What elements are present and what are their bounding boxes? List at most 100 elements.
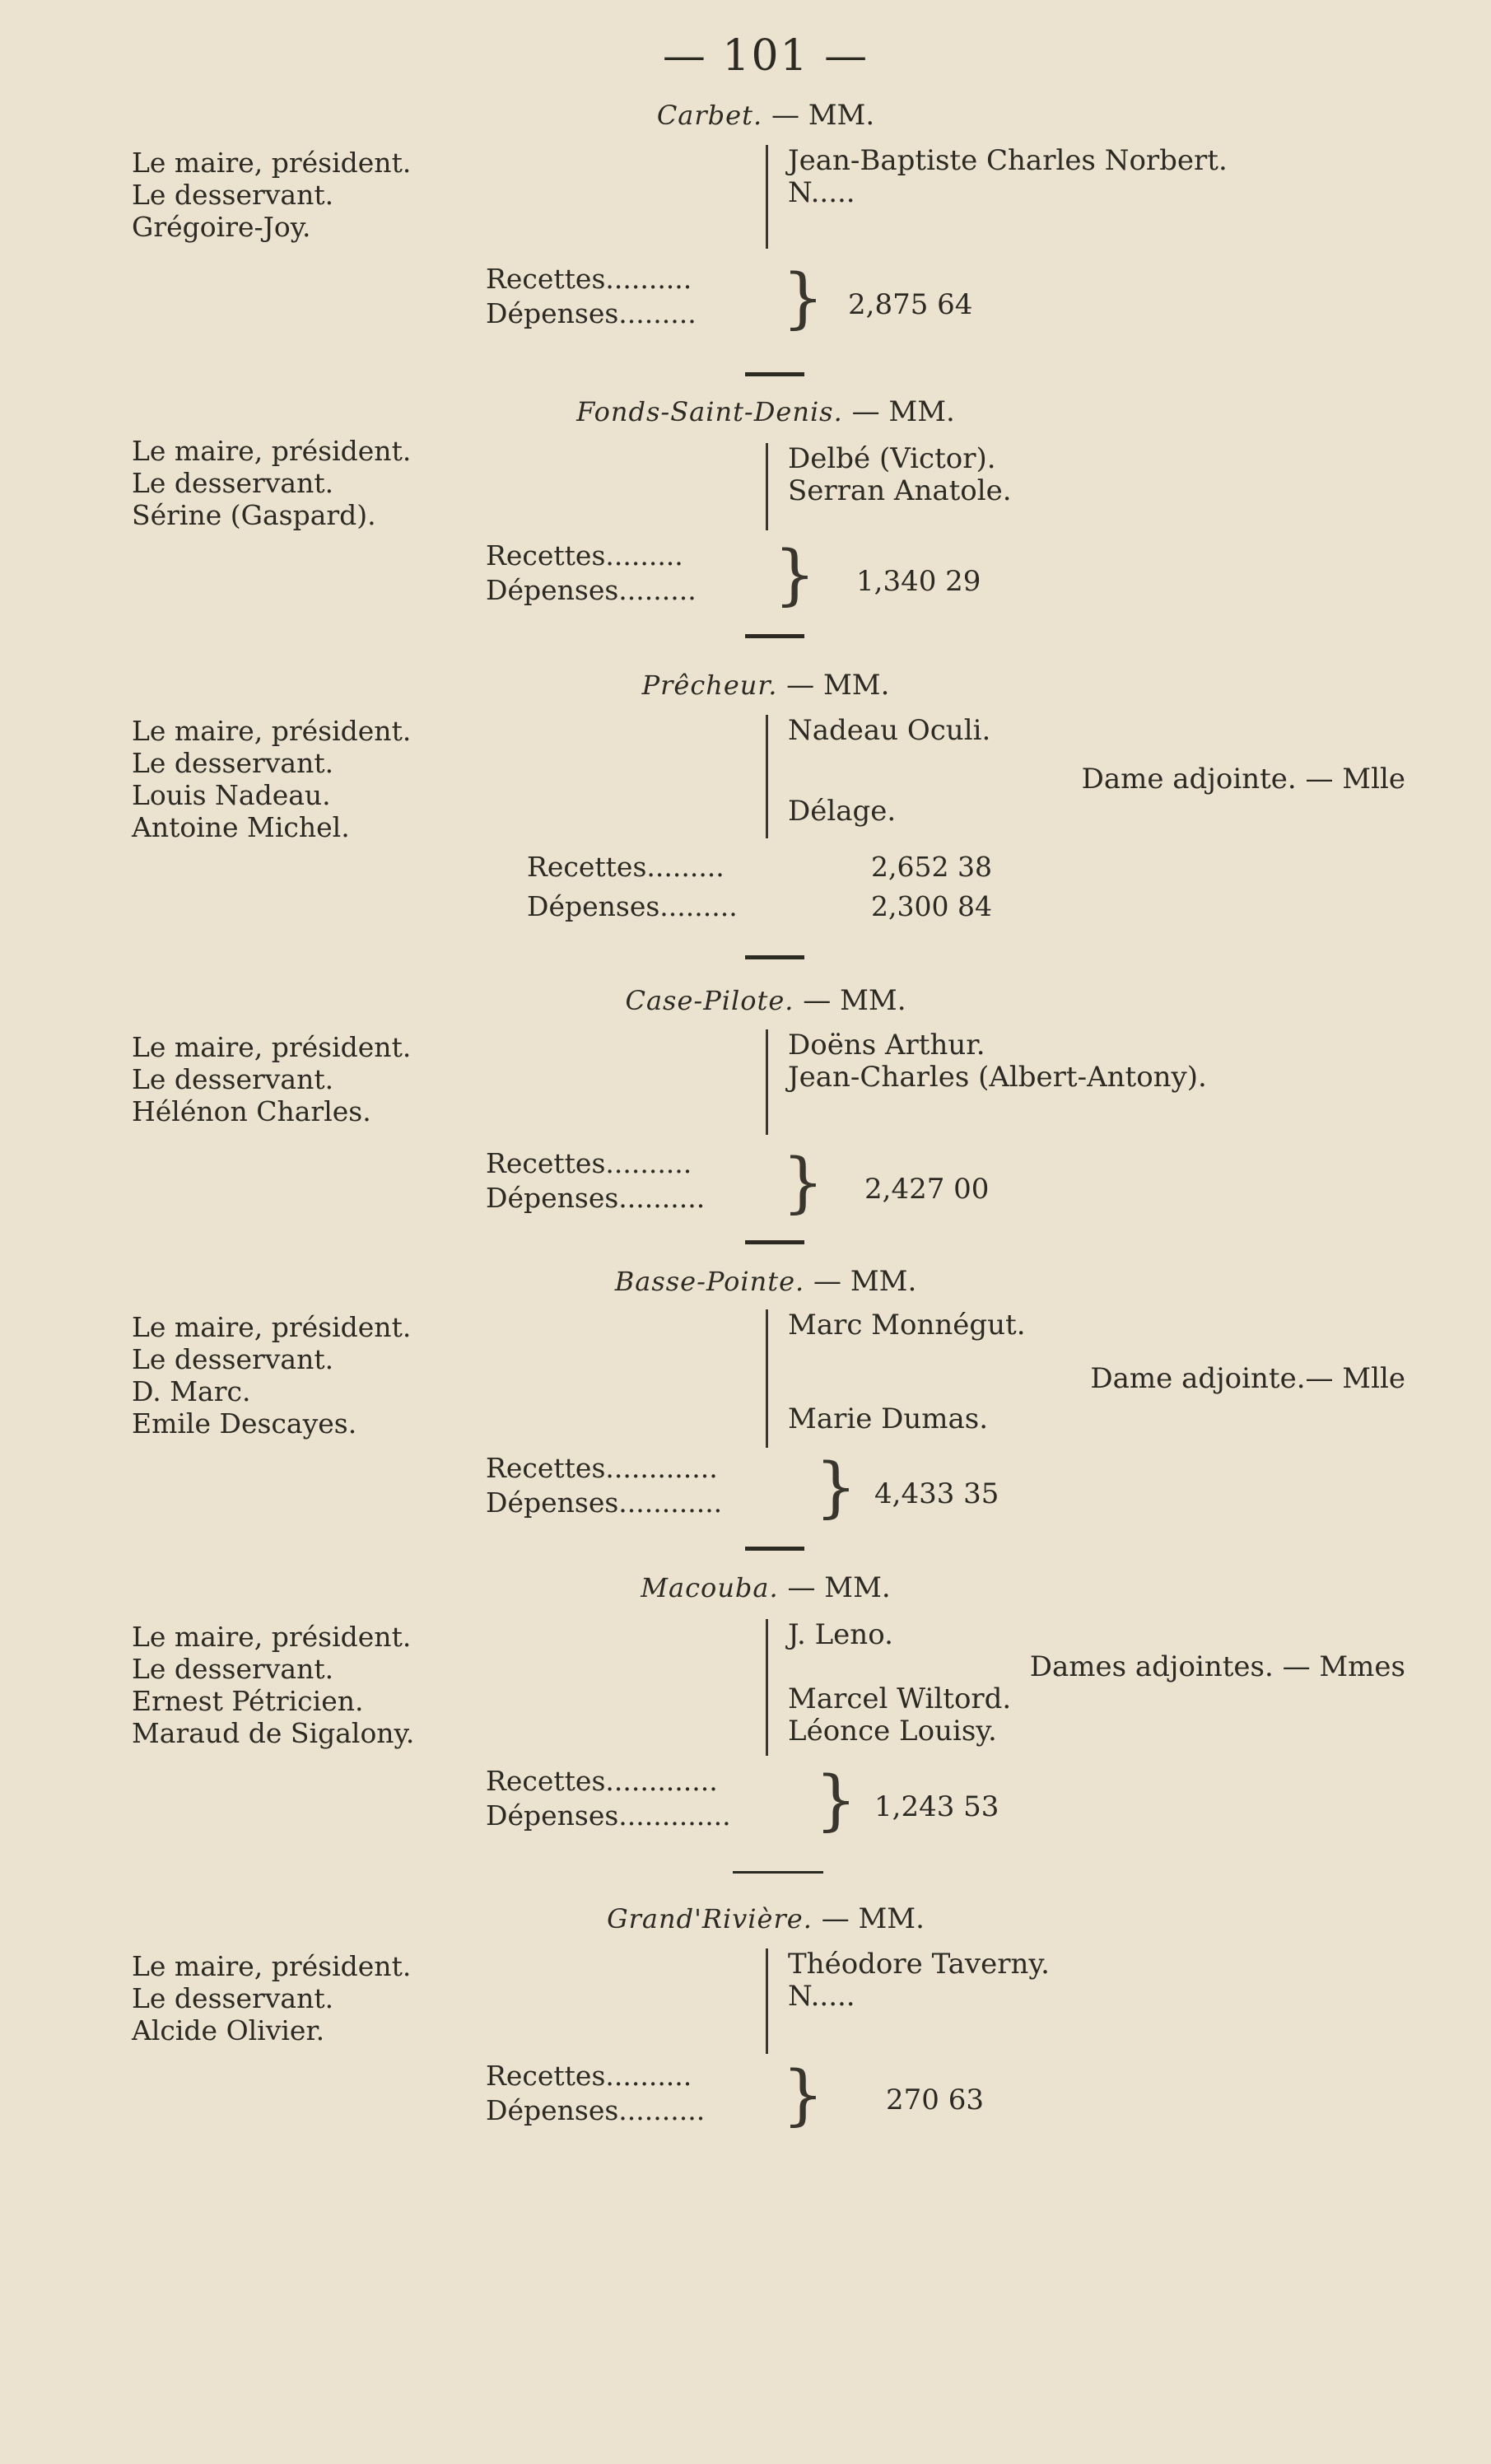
council-line: Hélénon Charles. (132, 1095, 371, 1127)
commune-suffix: — MM. (771, 99, 875, 132)
member-line: Marc Monnégut. (788, 1309, 1026, 1342)
section-rule (745, 634, 804, 638)
amount: 2,427 00 (864, 1173, 990, 1206)
member-line: Jean-Charles (Albert-Antony). (788, 1061, 1207, 1094)
council-list-case-pilote: Le maire, président. Le desservant. Hélé… (132, 1031, 478, 1127)
finance-block-grand-riviere: Recettes.......... Dépenses.......... (486, 2059, 782, 2128)
council-line: Maraud de Sigalony. (132, 1717, 415, 1749)
commune-heading-macouba: Macouba. — MM. (461, 1571, 1070, 1604)
member-line: Nadeau Oculi. (788, 714, 991, 747)
council-list-carbet: Le maire, président. Le desservant. Grég… (132, 147, 478, 243)
member-line: Léonce Louisy. (788, 1715, 997, 1748)
commune-heading-grand-riviere: Grand'Rivière. — MM. (461, 1902, 1070, 1935)
commune-name: Carbet. (656, 100, 763, 131)
amount: 1,243 53 (874, 1790, 999, 1823)
amount: 1,340 29 (856, 565, 981, 598)
council-line: Le maire, président. (132, 1621, 412, 1653)
council-line: D. Marc. (132, 1375, 251, 1407)
member-line: Jean-Baptiste Charles Norbert. (788, 144, 1228, 177)
depenses-label: Dépenses............. (486, 1799, 731, 1832)
recettes-label: Recettes............. (486, 1765, 718, 1797)
council-line: Le desservant. (132, 1063, 334, 1095)
finance-block-basse-pointe: Recettes............. Dépenses..........… (486, 1451, 815, 1520)
commune-heading-carbet: Carbet. — MM. (461, 99, 1070, 132)
members-list-grand-riviere: Théodore Taverny. N..... (766, 1948, 1414, 2054)
brace: } (815, 1762, 857, 1838)
council-line: Le desservant. (132, 467, 334, 499)
brace: } (815, 1449, 857, 1525)
depenses-label: Dépenses.......... (486, 2094, 706, 2126)
commune-suffix: — MM. (787, 1571, 891, 1604)
council-line: Le maire, président. (132, 1031, 412, 1063)
council-line: Sérine (Gaspard). (132, 499, 376, 531)
council-list-macouba: Le maire, président. Le desservant. Erne… (132, 1621, 478, 1749)
member-line: J. Leno. (788, 1618, 893, 1651)
council-line: Le desservant. (132, 179, 334, 211)
member-role-line: Dames adjointes. — Mmes (1029, 1650, 1405, 1683)
members-list-case-pilote: Doëns Arthur. Jean-Charles (Albert-Anton… (766, 1029, 1414, 1135)
recettes-label: Recettes......... (486, 539, 683, 572)
depenses-label: Dépenses......... (486, 297, 697, 329)
brace: } (782, 1144, 824, 1220)
recettes-amount: 2,652 38 (871, 851, 992, 883)
depenses-label: Dépenses......... (486, 574, 697, 606)
member-line: Marcel Wiltord. (788, 1682, 1012, 1715)
member-role-line: Dame adjointe.— Mlle (1090, 1362, 1405, 1395)
council-line: Antoine Michel. (132, 811, 350, 843)
brace: } (782, 259, 824, 336)
commune-heading-precheur: Prêcheur. — MM. (461, 669, 1070, 702)
finance-block-case-pilote: Recettes.......... Dépenses.......... (486, 1146, 782, 1216)
commune-name: Macouba. (641, 1572, 779, 1603)
member-line: Marie Dumas. (788, 1402, 989, 1435)
depenses-amount: 2,300 84 (871, 890, 992, 922)
depenses-label: Dépenses............ (486, 1486, 723, 1519)
council-line: Le maire, président. (132, 435, 412, 467)
section-rule (733, 1871, 823, 1874)
recettes-label: Recettes.......... (486, 1147, 692, 1179)
members-list-macouba: J. Leno. Dames adjointes. — Mmes Marcel … (766, 1619, 1414, 1756)
amount: 270 63 (886, 2084, 984, 2116)
recettes-label: Recettes......... (527, 851, 725, 883)
recettes-label: Recettes.......... (486, 2060, 692, 2092)
commune-suffix: — MM. (813, 1265, 917, 1298)
recettes-label: Recettes.......... (486, 263, 692, 295)
council-line: Le desservant. (132, 747, 334, 779)
members-list-carbet: Jean-Baptiste Charles Norbert. N..... (766, 145, 1414, 249)
finance-block-macouba: Recettes............. Dépenses..........… (486, 1764, 815, 1833)
section-rule (745, 955, 804, 959)
council-line: Alcide Olivier. (132, 2014, 325, 2046)
council-line: Le desservant. (132, 1982, 334, 2014)
council-line: Emile Descayes. (132, 1407, 357, 1440)
section-rule (745, 1547, 804, 1551)
council-line: Le desservant. (132, 1343, 334, 1375)
member-line: Serran Anatole. (788, 474, 1012, 507)
members-list-basse-pointe: Marc Monnégut. Dame adjointe.— Mlle Mari… (766, 1309, 1414, 1448)
finance-block-precheur: Recettes......... 2,652 38 Dépenses......… (527, 850, 992, 924)
council-line: Le maire, président. (132, 715, 412, 747)
commune-heading-basse-pointe: Basse-Pointe. — MM. (461, 1265, 1070, 1298)
section-rule (745, 372, 804, 376)
section-rule (745, 1240, 804, 1244)
recettes-label: Recettes............. (486, 1452, 718, 1484)
commune-suffix: — MM. (786, 669, 890, 702)
council-line: Le maire, président. (132, 1311, 412, 1343)
depenses-label: Dépenses......... (527, 890, 738, 922)
commune-suffix: — MM. (851, 395, 955, 428)
council-line: Grégoire-Joy. (132, 211, 311, 243)
commune-suffix: — MM. (803, 984, 906, 1017)
member-line: Théodore Taverny. (788, 1948, 1050, 1981)
member-line: N..... (788, 176, 855, 209)
commune-name: Fonds-Saint-Denis. (576, 396, 843, 427)
member-line: Doëns Arthur. (788, 1029, 985, 1062)
commune-name: Grand'Rivière. (607, 1903, 813, 1934)
depenses-label: Dépenses.......... (486, 1182, 706, 1214)
finance-block-carbet: Recettes.......... Dépenses......... (486, 262, 782, 331)
member-line: N..... (788, 1980, 855, 2013)
council-list-fonds-saint-denis: Le maire, président. Le desservant. Séri… (132, 435, 478, 531)
commune-name: Case-Pilote. (625, 985, 794, 1016)
member-line: Délage. (788, 795, 897, 828)
commune-name: Basse-Pointe. (614, 1266, 805, 1297)
member-line: Delbé (Victor). (788, 442, 996, 475)
council-line: Le desservant. (132, 1653, 334, 1685)
commune-heading-fonds-saint-denis: Fonds-Saint-Denis. — MM. (461, 395, 1070, 428)
